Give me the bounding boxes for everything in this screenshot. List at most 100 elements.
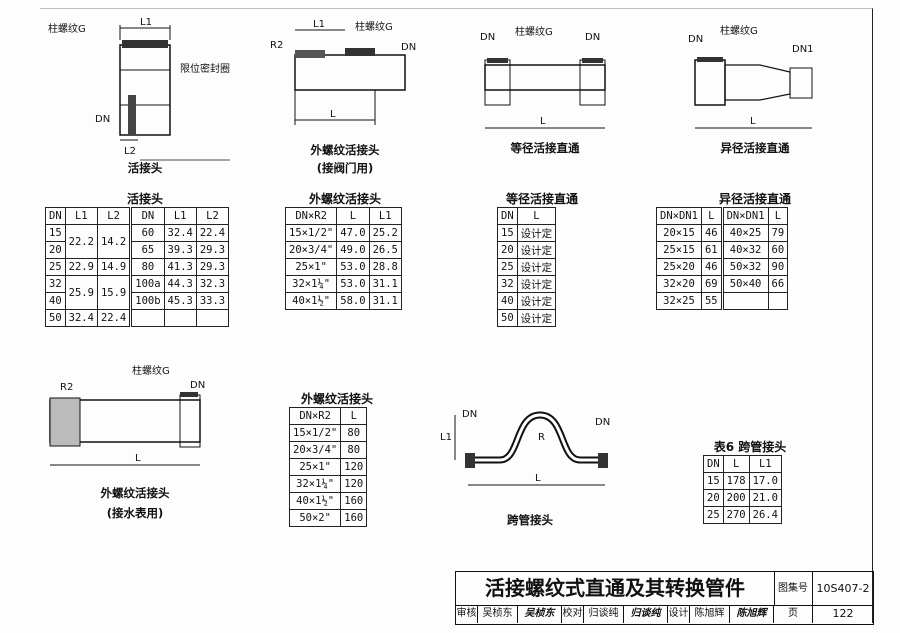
table-cell: 25×1" — [284, 258, 338, 276]
thread-label: 柱螺纹G — [48, 22, 86, 35]
table-cell: 120 — [340, 458, 368, 476]
dn1-label: DN1 — [792, 44, 814, 55]
table-cell — [195, 309, 230, 327]
table-cell: 80 — [340, 441, 368, 459]
page-label: 页 — [774, 605, 813, 623]
table-cell: 32 — [497, 275, 518, 293]
table-cell: 设计定 — [516, 224, 557, 242]
male-union-meter-drawing: R2 柱螺纹G DN L — [49, 364, 205, 466]
column-header: L — [516, 207, 557, 225]
table-cell: 20×15 — [656, 224, 702, 242]
male-union-valve-caption: 外螺纹活接头 — [310, 143, 380, 157]
table-cell — [721, 292, 769, 310]
table-cell: 32×1¼" — [288, 475, 342, 493]
dn-right-label: DN — [595, 417, 610, 428]
table-cell: 25×1" — [288, 458, 342, 476]
table-cell: 32×20 — [656, 275, 702, 293]
reducing-straight-drawing: DN 柱螺纹G DN1 L — [688, 24, 814, 129]
table-row: 32×1¼"120 — [288, 475, 368, 493]
table-cell: 40 — [497, 292, 518, 310]
table-cell: 设计定 — [516, 309, 557, 327]
table-cell: 14.9 — [96, 258, 133, 276]
table-cell: 26.4 — [748, 506, 782, 524]
reviewer-name: 吴桢东 — [478, 605, 518, 623]
table-cell — [163, 309, 197, 327]
table-cell — [767, 292, 789, 310]
table-cell: 32 — [45, 275, 66, 293]
thread-label: 柱螺纹G — [720, 24, 758, 37]
male-union-table-title: 外螺纹活接头 — [308, 192, 381, 206]
table-cell: 15.9 — [96, 275, 133, 310]
table-cell: 20×3/4" — [284, 241, 338, 259]
column-header: L1 — [748, 455, 782, 473]
table-cell: 22.4 — [195, 224, 230, 242]
table-cell: 65 — [130, 241, 165, 259]
table-cell: 60 — [130, 224, 165, 242]
table-cell: 50 — [497, 309, 518, 327]
union-caption: 活接头 — [127, 161, 163, 175]
table-cell: 90 — [767, 258, 789, 276]
table-cell: 25.9 — [64, 275, 98, 310]
table-cell: 31.1 — [368, 275, 402, 293]
male-union-valve-drawing: R2 L1 柱螺纹G DN L — [270, 19, 416, 125]
reviewer-signature: 吴桢东 — [518, 605, 562, 623]
r-label: R — [538, 432, 545, 443]
male-union-meter-subcaption: (接水表用) — [106, 506, 164, 520]
table-cell: 33.3 — [195, 292, 230, 310]
table-cell: 178 — [722, 472, 750, 490]
reducing-straight-caption: 异径活接直通 — [720, 141, 790, 155]
equal-table-title: 等径活接直通 — [505, 192, 578, 206]
checker-signature: 归谈纯 — [624, 605, 668, 623]
table-cell: 25×15 — [656, 241, 702, 259]
atlas-number: 10S407-2 — [813, 572, 873, 606]
table-cell: 200 — [722, 489, 750, 507]
l1-label: L1 — [140, 17, 152, 28]
table-cell: 14.2 — [96, 224, 133, 259]
r2-label: R2 — [270, 40, 283, 51]
male-union-meter-table-title: 外螺纹活接头 — [300, 392, 373, 406]
l-label: L — [535, 473, 541, 484]
equal-straight-drawing: DN 柱螺纹G DN L — [480, 25, 606, 129]
table-cell: 21.0 — [748, 489, 782, 507]
table-cell: 69 — [700, 275, 724, 293]
title-block: 活接螺纹式直通及其转换管件 图集号 10S407-2 审核 吴桢东 吴桢东 校对… — [455, 571, 874, 625]
table-cell: 55 — [700, 292, 724, 310]
table-cell: 100b — [130, 292, 165, 310]
checker-name: 归谈纯 — [584, 605, 624, 623]
column-header: L — [767, 207, 789, 225]
table-row: 15×1/2"80 — [288, 424, 368, 442]
table-cell: 100a — [130, 275, 165, 293]
crossover-table-title: 表6 跨管接头 — [713, 440, 787, 454]
table-cell: 设计定 — [516, 241, 557, 259]
table-cell: 设计定 — [516, 292, 557, 310]
table-cell: 50 — [45, 309, 66, 327]
table-cell: 20 — [497, 241, 518, 259]
l2-label: L2 — [124, 146, 136, 157]
design-label: 设计 — [668, 605, 690, 623]
table-cell: 25 — [497, 258, 518, 276]
table-cell: 15 — [497, 224, 518, 242]
l1-label: L1 — [313, 19, 325, 30]
dn-label: DN — [688, 34, 703, 45]
reducing-table-title: 异径活接直通 — [718, 192, 791, 206]
